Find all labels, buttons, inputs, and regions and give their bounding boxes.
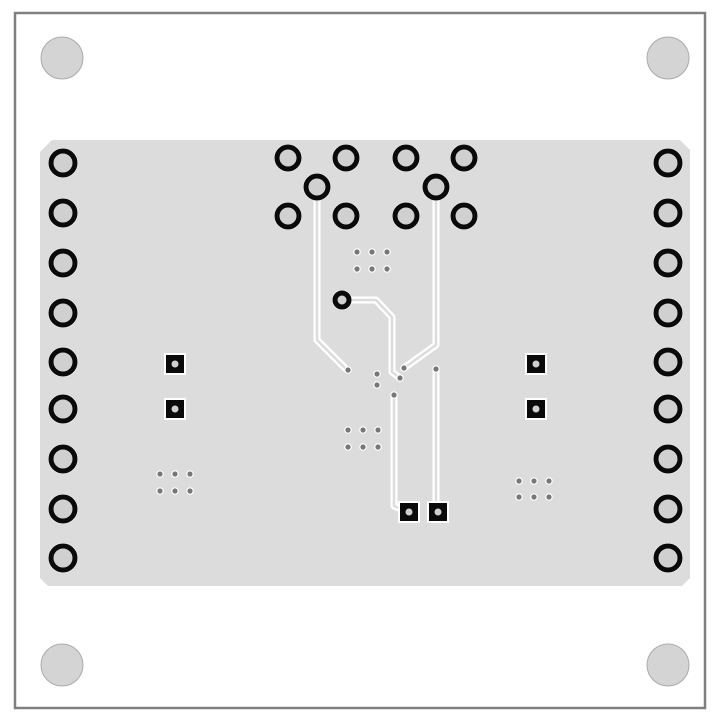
header-pin-left bbox=[48, 494, 78, 524]
via bbox=[546, 478, 552, 484]
header-pin-left bbox=[48, 298, 78, 328]
test-point bbox=[332, 290, 352, 310]
connector-pin bbox=[274, 144, 302, 172]
mounting-hole bbox=[646, 36, 690, 80]
via bbox=[187, 471, 193, 477]
header-pin-right bbox=[653, 543, 683, 573]
via bbox=[345, 427, 351, 433]
via bbox=[516, 494, 522, 500]
mounting-hole bbox=[40, 643, 84, 687]
connector-pin bbox=[450, 144, 478, 172]
header-pin-right bbox=[653, 394, 683, 424]
via bbox=[360, 444, 366, 450]
trace bbox=[315, 187, 348, 371]
header-pin-left bbox=[48, 198, 78, 228]
header-pin-left bbox=[48, 148, 78, 178]
header-pin-right bbox=[653, 494, 683, 524]
header-pin-right bbox=[653, 248, 683, 278]
via bbox=[345, 444, 351, 450]
via bbox=[531, 494, 537, 500]
via bbox=[391, 392, 397, 398]
connector-pin bbox=[332, 202, 360, 230]
via bbox=[401, 365, 407, 371]
via bbox=[157, 471, 163, 477]
via bbox=[187, 488, 193, 494]
square-pad-drill bbox=[532, 360, 540, 368]
connector-pin bbox=[303, 173, 331, 201]
via bbox=[172, 471, 178, 477]
connector-pin bbox=[450, 202, 478, 230]
via bbox=[172, 488, 178, 494]
via bbox=[384, 249, 390, 255]
via bbox=[397, 375, 403, 381]
connector-pin bbox=[274, 202, 302, 230]
via bbox=[345, 367, 351, 373]
via bbox=[157, 488, 163, 494]
via bbox=[384, 266, 390, 272]
via bbox=[531, 478, 537, 484]
mounting-hole bbox=[646, 643, 690, 687]
trace bbox=[403, 187, 438, 370]
via bbox=[369, 266, 375, 272]
header-pin-right bbox=[653, 347, 683, 377]
via bbox=[360, 427, 366, 433]
via bbox=[375, 444, 381, 450]
connector-pin bbox=[332, 144, 360, 172]
square-pad-drill bbox=[171, 405, 179, 413]
square-pad-drill bbox=[171, 360, 179, 368]
square-pad-drill bbox=[434, 508, 442, 516]
header-pin-right bbox=[653, 148, 683, 178]
connector-pin bbox=[392, 144, 420, 172]
header-pin-left bbox=[48, 444, 78, 474]
via bbox=[516, 478, 522, 484]
via bbox=[433, 366, 439, 372]
connector-pin bbox=[422, 173, 450, 201]
via bbox=[354, 249, 360, 255]
via bbox=[369, 249, 375, 255]
header-pin-right bbox=[653, 444, 683, 474]
square-pad-drill bbox=[405, 508, 413, 516]
trace bbox=[342, 298, 401, 379]
header-pin-left bbox=[48, 543, 78, 573]
connector-pin bbox=[392, 202, 420, 230]
via bbox=[375, 427, 381, 433]
via bbox=[546, 494, 552, 500]
header-pin-right bbox=[653, 198, 683, 228]
copper-pour bbox=[40, 140, 690, 586]
header-pin-left bbox=[48, 394, 78, 424]
header-pin-right bbox=[653, 298, 683, 328]
via bbox=[374, 371, 380, 377]
via bbox=[354, 266, 360, 272]
header-pin-left bbox=[48, 347, 78, 377]
square-pad-drill bbox=[532, 405, 540, 413]
via bbox=[374, 382, 380, 388]
mounting-hole bbox=[40, 36, 84, 80]
header-pin-left bbox=[48, 248, 78, 278]
